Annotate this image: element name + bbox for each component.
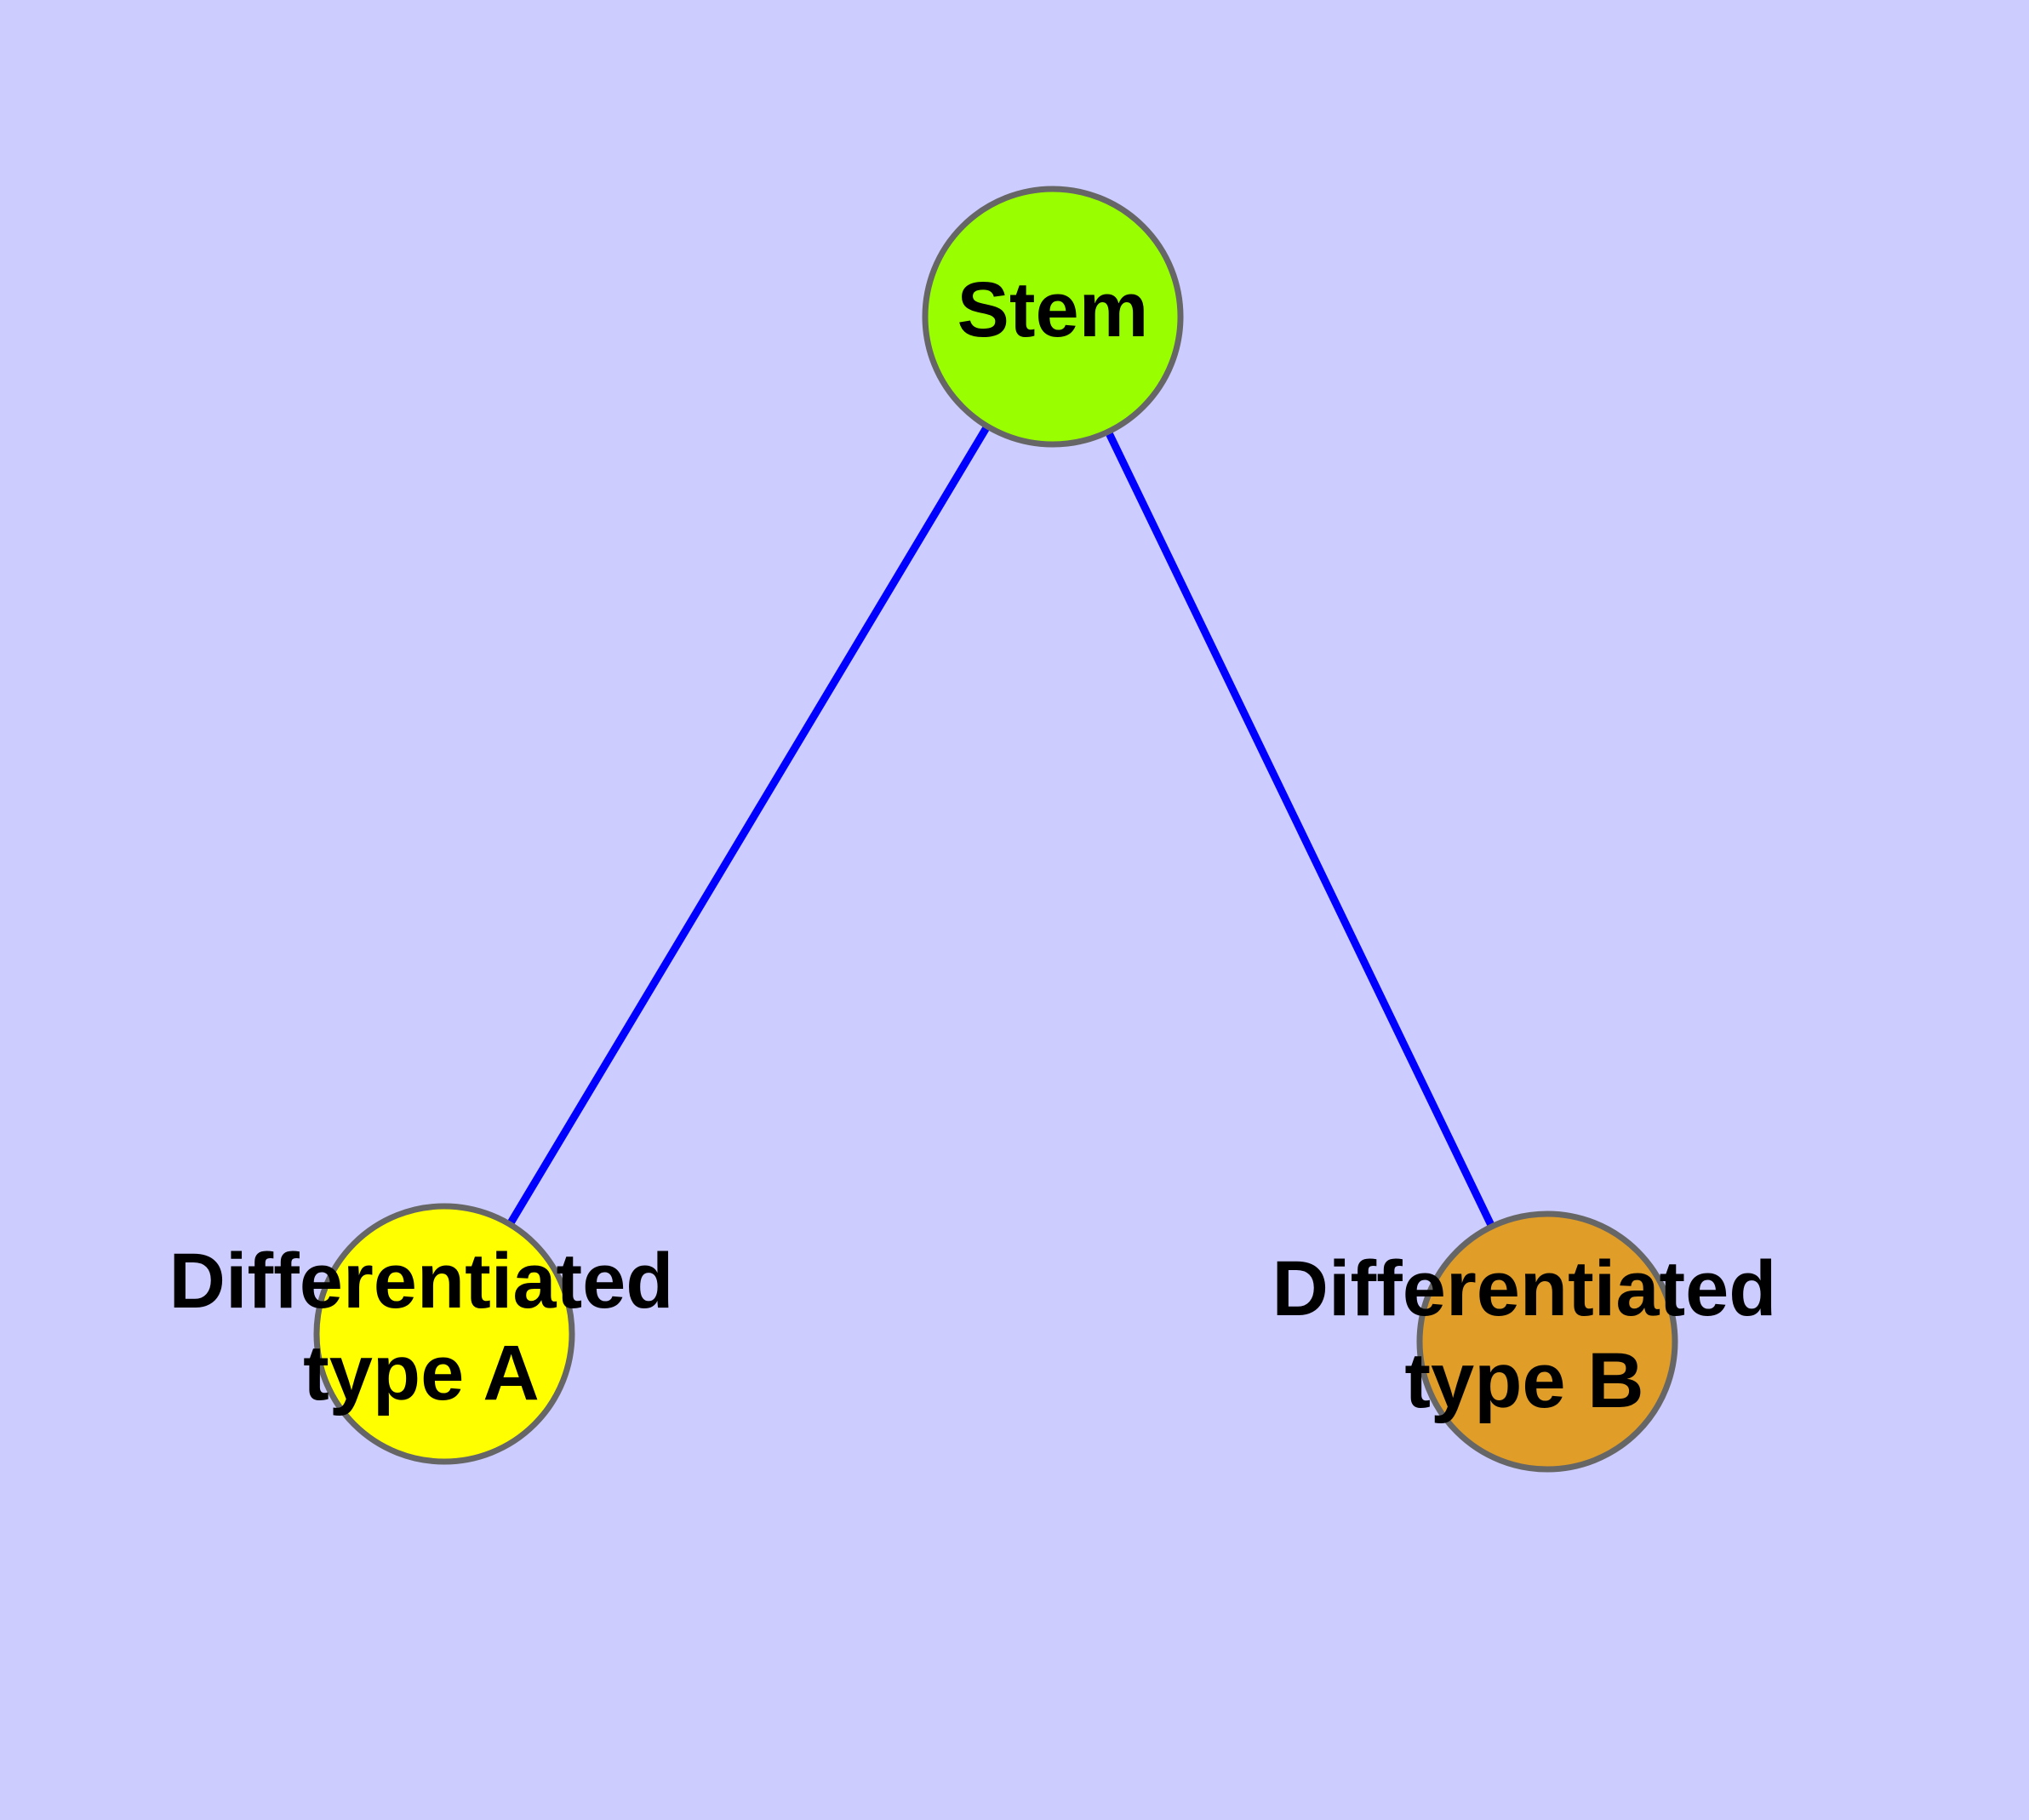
node-label-diff_b-line-0: Differentiated bbox=[1272, 1245, 1777, 1332]
node-circle-stem[interactable] bbox=[922, 186, 1184, 448]
edges-layer bbox=[441, 314, 1552, 1343]
edge-stem-diff-a[interactable] bbox=[441, 314, 1056, 1336]
node-label-diff_a-line-0: Differentiated bbox=[169, 1238, 674, 1325]
node-label-diff_a-line-1: type A bbox=[303, 1330, 540, 1417]
node-stem[interactable]: Stem bbox=[922, 186, 1184, 448]
node-circle-diff_a[interactable] bbox=[313, 1203, 575, 1465]
node-label-stem-line-0: Stem bbox=[957, 266, 1149, 353]
node-circle-diff_b[interactable] bbox=[1416, 1210, 1678, 1473]
edge-stem-diff-b[interactable] bbox=[1049, 315, 1552, 1343]
node-label-diff_b-line-1: type B bbox=[1404, 1337, 1643, 1424]
